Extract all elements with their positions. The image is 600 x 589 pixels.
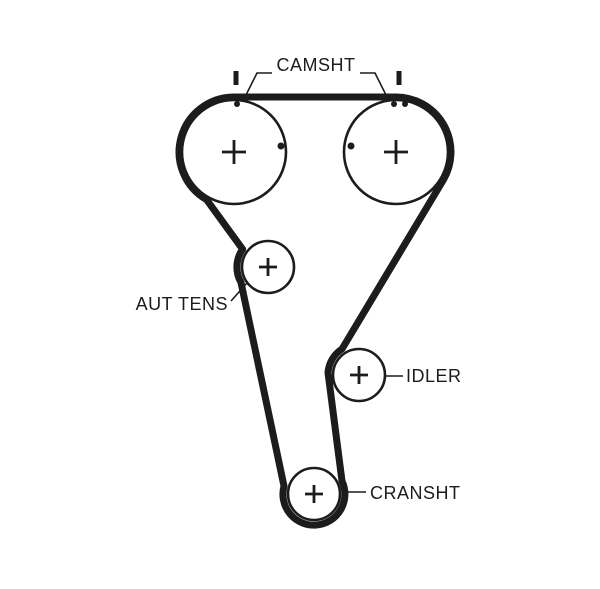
timing-dot: [402, 101, 408, 107]
pulley-group: [180, 98, 450, 522]
timing-tick: [396, 71, 402, 85]
idler-label: IDLER: [406, 366, 462, 386]
plus-icon: [350, 366, 368, 384]
tensioner-pulley: [240, 239, 296, 295]
tensioner-label: AUT TENS: [136, 294, 228, 314]
leader-lines: [230, 72, 403, 493]
plus-icon: [259, 258, 277, 276]
idler-pulley: [331, 347, 387, 403]
camshaft-leader-left: [242, 72, 272, 102]
plus-icon: [222, 140, 246, 164]
camshaft-sprocket-right: [342, 98, 450, 206]
tick-marks: [233, 71, 402, 85]
crankshaft-sprocket: [286, 466, 342, 522]
plus-icon: [384, 140, 408, 164]
timing-tick: [233, 71, 239, 85]
timing-dot: [347, 142, 355, 150]
timing-dot: [277, 142, 285, 150]
belt-group: [175, 93, 455, 529]
camshaft-label: CAMSHT: [277, 55, 356, 75]
timing-dot: [234, 101, 240, 107]
plus-icon: [305, 485, 323, 503]
label-group: CAMSHT AUT TENS IDLER CRANSHT: [136, 55, 462, 503]
tensioner-leader: [230, 282, 248, 302]
timing-belt: [175, 93, 455, 529]
center-marks: [222, 140, 408, 503]
camshaft-sprocket-left: [180, 98, 288, 206]
crankshaft-label: CRANSHT: [370, 483, 461, 503]
camshaft-leader-right: [360, 72, 390, 102]
timing-dots: [234, 101, 408, 150]
timing-dot: [391, 101, 397, 107]
